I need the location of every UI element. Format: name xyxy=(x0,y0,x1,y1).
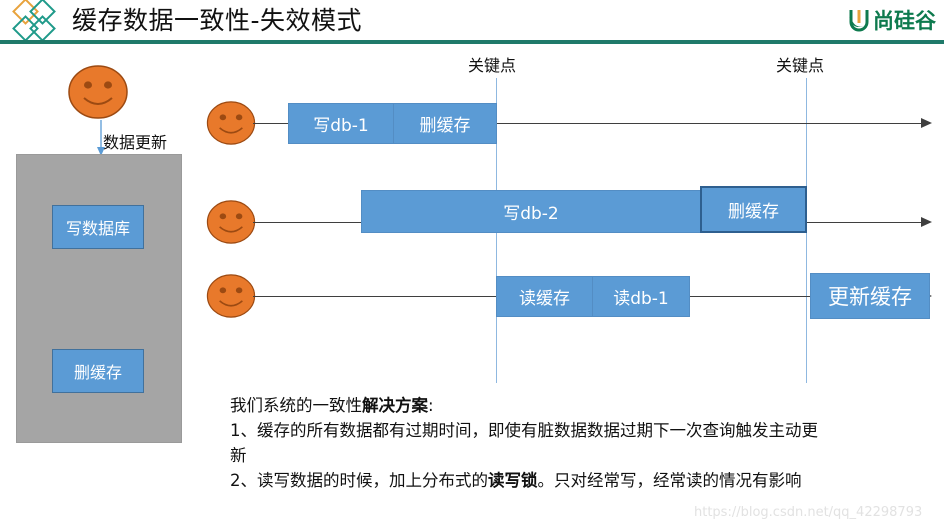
notes-line3-pre: 2、读写数据的时候，加上分布式的 xyxy=(230,471,488,490)
notes-line-3: 2、读写数据的时候，加上分布式的读写锁。只对经常写，经常读的情况有影响 xyxy=(230,468,830,493)
thread3-box-read-db[interactable]: 读db-1 xyxy=(592,276,690,317)
watermark-url: https://blog.csdn.net/qq_42298793 xyxy=(694,505,923,520)
service-instance-panel xyxy=(16,154,182,443)
smiley-face-icon-thread-1 xyxy=(206,101,256,145)
thread2-box-write-db[interactable]: 写db-2 xyxy=(361,190,701,233)
thread1-box-write-db[interactable]: 写db-1 xyxy=(288,103,394,144)
notes-line1-bold: 解决方案 xyxy=(362,396,428,415)
thread2-box-delete-cache[interactable]: 删缓存 xyxy=(700,186,807,233)
brand-name: 尚硅谷 xyxy=(873,9,936,33)
key-point-label-2: 关键点 xyxy=(776,56,825,75)
delete-cache-box[interactable]: 删缓存 xyxy=(52,349,144,393)
atguigu-u-icon xyxy=(849,10,869,32)
atguigu-brand-logo: 尚硅谷 xyxy=(848,6,936,36)
timeline-arrow-1 xyxy=(921,118,932,128)
smiley-face-icon-thread-3 xyxy=(206,274,256,318)
slide-header: 缓存数据一致性-失效模式 尚硅谷 xyxy=(0,0,944,44)
header-divider xyxy=(0,40,944,44)
notes-line1-pre: 我们系统的一致性 xyxy=(230,396,362,415)
notes-line-2: 1、缓存的所有数据都有过期时间，即使有脏数据数据过期下一次查询触发主动更新 xyxy=(230,421,818,465)
smiley-face-icon-thread-2 xyxy=(206,200,256,244)
notes-line3-bold: 读写锁 xyxy=(488,471,538,490)
notes-line3-post: 。只对经常写，经常读的情况有影响 xyxy=(537,471,802,490)
smiley-face-icon-updater xyxy=(68,65,128,119)
timeline-arrow-2 xyxy=(921,217,932,227)
page-title: 缓存数据一致性-失效模式 xyxy=(72,6,363,35)
thread1-box-delete-cache[interactable]: 删缓存 xyxy=(393,103,497,144)
notes-line1-post: : xyxy=(428,396,434,415)
data-update-arrow xyxy=(97,120,105,156)
data-update-label: 数据更新 xyxy=(103,133,168,152)
atguigu-diamond-logo xyxy=(12,0,56,42)
timeline-axis-1 xyxy=(253,123,923,124)
thread3-box-read-cache[interactable]: 读缓存 xyxy=(496,276,593,317)
key-point-label-1: 关键点 xyxy=(468,56,517,75)
write-db-box[interactable]: 写数据库 xyxy=(52,205,144,249)
notes-line-1: 我们系统的一致性解决方案: xyxy=(230,393,830,418)
thread3-box-update-cache[interactable]: 更新缓存 xyxy=(810,273,930,319)
solution-notes: 我们系统的一致性解决方案: 1、缓存的所有数据都有过期时间，即使有脏数据数据过期… xyxy=(230,393,830,493)
